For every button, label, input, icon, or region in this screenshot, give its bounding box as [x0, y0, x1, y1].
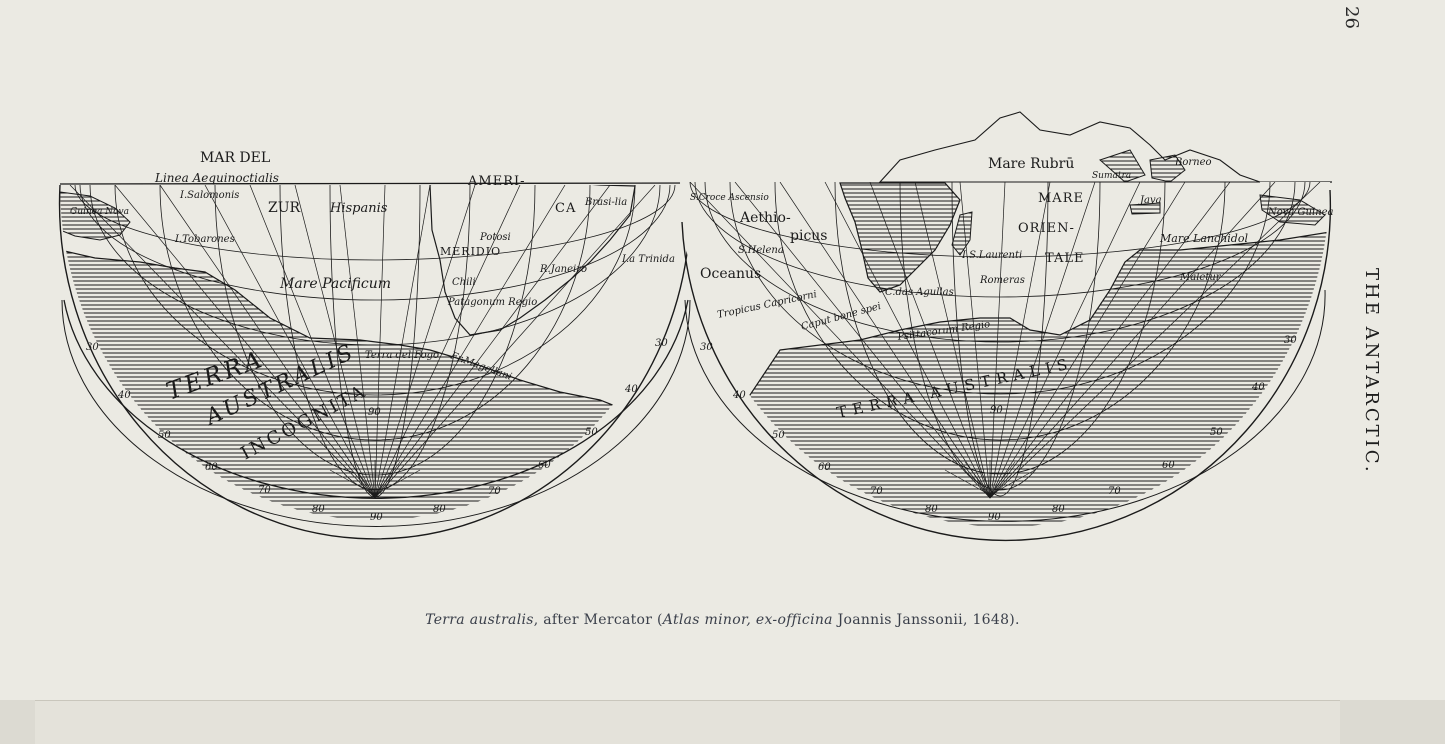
label-ameri: AMERI-: [467, 174, 526, 189]
right-hemisphere: [680, 182, 1330, 527]
label-orien: ORIEN-: [1018, 221, 1075, 236]
degree-80-right-outer-2: 80: [1052, 504, 1065, 515]
degree-50-right-outer-2: 50: [1210, 427, 1223, 438]
underlying-page-edge: [35, 700, 1340, 744]
label-mare-lanchidol: Mare Lanchidol: [1159, 232, 1248, 245]
madagascar-land: [951, 211, 973, 256]
label-salomonis: I.Salomonis: [179, 190, 239, 201]
label-chili: Chili: [452, 277, 476, 288]
label-potosi: Potosi: [479, 232, 511, 243]
left-hemisphere-border: [58, 184, 691, 540]
degree-40-right-outer-2: 40: [1251, 382, 1265, 393]
label-mare-rubru: Mare Rubrū: [988, 156, 1074, 172]
degree-40-left-outer: 40: [117, 390, 131, 401]
label-terra-fogo: Terra del Fogo: [365, 350, 439, 361]
label-trinidad: I.a Trinida: [621, 254, 675, 265]
label-guinea: Guinea Nova: [70, 207, 129, 217]
left-frame-inner: [63, 299, 689, 499]
figure-caption: Terra australis, after Mercator (Atlas m…: [0, 612, 1445, 628]
degree-80-left-outer: 80: [312, 504, 325, 515]
left-pole-marker: [329, 460, 421, 496]
degree-50-left-outer: 50: [158, 430, 171, 441]
label-janeiro: R.Janeiro: [539, 264, 587, 275]
label-mar-del: MAR DEL: [200, 150, 270, 166]
nova-guinea-land: [1259, 194, 1326, 226]
java-land: [1129, 202, 1161, 215]
label-nova-guinea: Nova Guinea: [1267, 207, 1334, 218]
label-pacificum: Mare Pacificum: [279, 276, 391, 292]
degree-50-left-outer-2: 50: [585, 427, 598, 438]
degree-80-left-outer-2: 80: [433, 504, 446, 515]
label-romeras: Romeras: [979, 275, 1025, 286]
degree-90-left-inner: 90: [368, 407, 381, 418]
africa-land: [839, 182, 961, 293]
label-tale: TALE: [1045, 251, 1084, 266]
degree-60-right-outer-2: 60: [1162, 460, 1175, 471]
right-hemisphere-border: [681, 189, 1332, 542]
degree-30-left-outer-2: 30: [655, 338, 668, 349]
degree-90-right-inner: 90: [990, 405, 1003, 416]
left-hemisphere: [60, 185, 690, 520]
caption-text-1: , after Mercator (: [533, 612, 663, 628]
terra-australis-land: [680, 231, 1330, 527]
degree-50-right-outer: 50: [772, 430, 785, 441]
borneo-land: [1149, 154, 1186, 183]
degree-70-right-outer-2: 70: [1108, 486, 1121, 497]
label-borneo: Borneo: [1174, 157, 1212, 168]
right-degree-ring: [684, 289, 1326, 522]
label-sumatra: Sumatra: [1092, 171, 1131, 181]
degree-70-left-outer: 70: [258, 485, 271, 496]
left-degree-ring: [61, 299, 691, 527]
caption-title: Terra australis: [425, 612, 534, 628]
degree-60-left-outer: 60: [205, 462, 218, 473]
label-linea: Linea Aequinoctialis: [154, 171, 279, 185]
asia-land: [878, 111, 1261, 183]
caption-text-2: Joannis Janssonii, 1648).: [832, 612, 1020, 628]
degree-80-right-outer: 80: [925, 504, 938, 515]
label-helena: S.Helena: [738, 245, 784, 256]
label-meridio: MERIDIO: [440, 245, 501, 258]
sumatra-land: [1099, 149, 1146, 183]
label-brasilia: Brasi-lia: [584, 197, 627, 208]
label-patagonum: Patagonum Regio: [447, 297, 537, 308]
label-zur: ZUR: [268, 200, 301, 216]
label-tobarones: I.Tobarones: [174, 234, 235, 245]
label-ca: CA: [555, 201, 576, 216]
degree-60-left-outer-2: 60: [538, 460, 551, 471]
degree-30-right-outer: 30: [700, 342, 713, 353]
degree-90-left-outer: 90: [370, 512, 383, 523]
degree-90-right-outer: 90: [988, 512, 1001, 523]
degree-30-left-outer: 30: [86, 342, 99, 353]
right-pole-marker: [944, 460, 1036, 496]
degree-60-right-outer: 60: [818, 462, 831, 473]
degree-70-right-outer: 70: [870, 486, 883, 497]
label-croce: S.Croce Ascensio: [690, 193, 769, 203]
label-agullas: C.das Agullas: [885, 287, 954, 298]
degree-70-left-outer-2: 70: [488, 486, 501, 497]
degree-40-right-outer: 40: [732, 390, 746, 401]
caption-atlas: Atlas minor, ex-officina: [662, 612, 833, 628]
label-picus: picus: [790, 228, 827, 244]
antarctic-map: MAR DEL Linea Aequinoctialis I.Salomonis…: [58, 111, 1334, 542]
degree-40-left-outer-2: 40: [624, 384, 638, 395]
degree-30-right-outer-2: 30: [1284, 335, 1297, 346]
label-hispanis: Hispanis: [329, 201, 388, 216]
label-laurenti: I.S.Laurenti: [961, 250, 1022, 261]
label-aethio: Aethio-: [739, 210, 791, 226]
label-oceanus: Oceanus: [700, 266, 761, 282]
label-mare: MARE: [1038, 191, 1084, 206]
label-maletur: Maletur: [1179, 272, 1222, 283]
label-java: Java: [1138, 195, 1162, 206]
